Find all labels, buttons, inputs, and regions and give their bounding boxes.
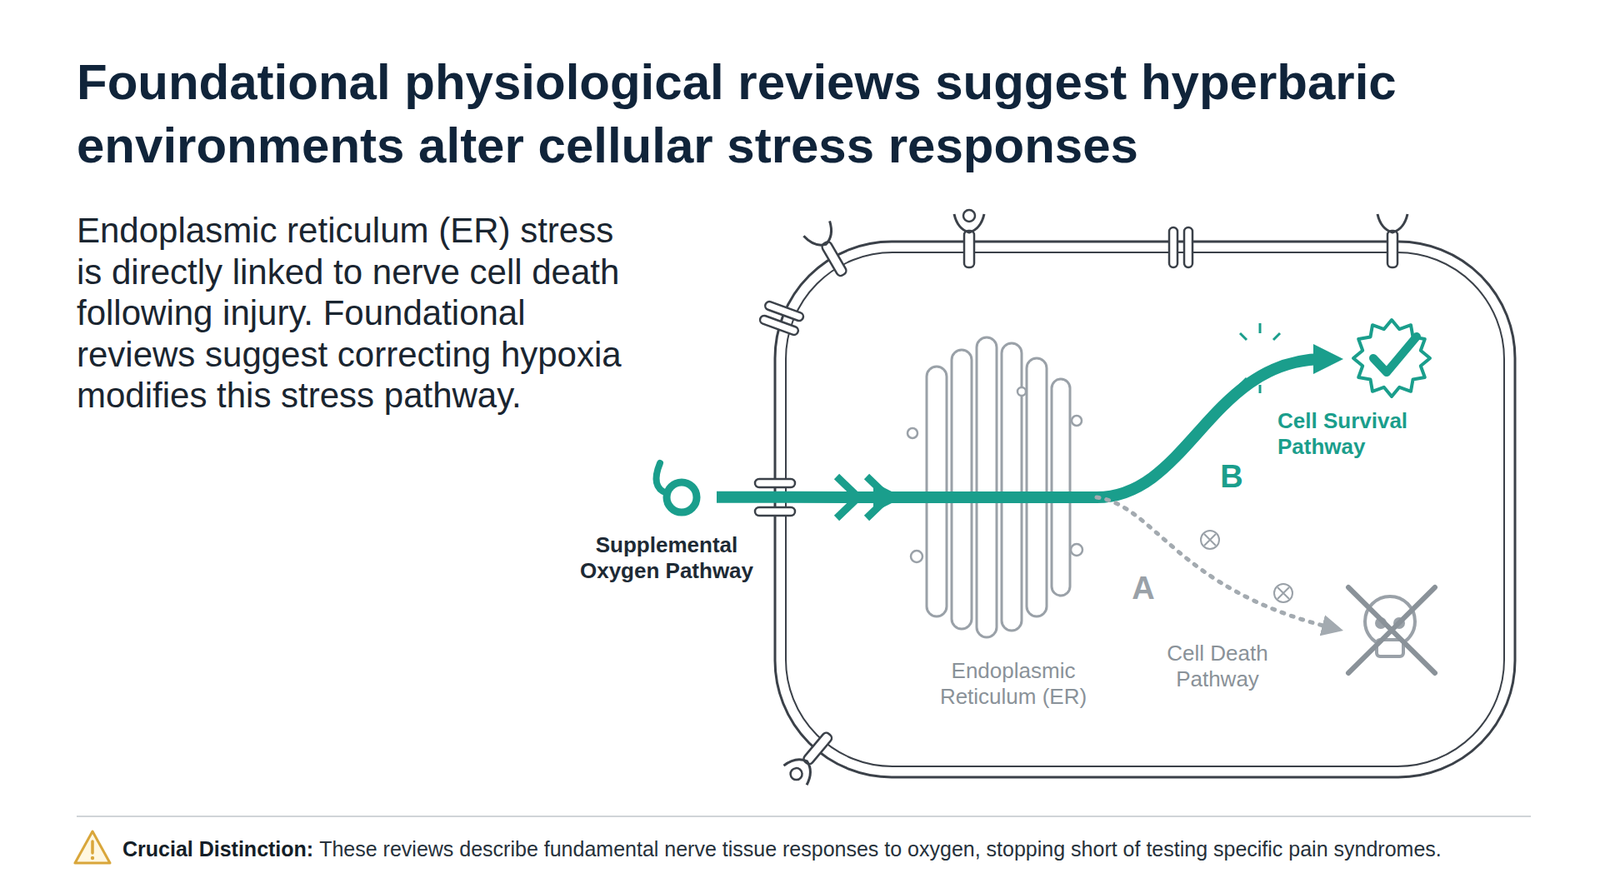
receptor-head: [963, 210, 975, 222]
er-cisterna: [976, 337, 997, 638]
er-cisterna: [951, 350, 972, 630]
channel-symbol: [759, 300, 805, 337]
sparkle-line: [1259, 385, 1262, 394]
receptor-symbol: [1377, 214, 1408, 268]
ribosome: [910, 550, 923, 563]
survival-outcome-node: Cell Survival Pathway: [1343, 315, 1440, 402]
blocked-circle: [1274, 584, 1293, 603]
oxygen-flow-band: [891, 491, 1099, 504]
node-label: Endoplasmic Reticulum (ER): [921, 658, 1105, 710]
flow-connector: [1096, 359, 1325, 498]
warning-icon: [75, 831, 110, 864]
oxygen-receptor-icon: [656, 463, 698, 513]
channel-part: [764, 300, 805, 323]
blocked-mark: [1274, 584, 1293, 603]
sparkle-line: [1240, 333, 1247, 340]
node-label: Supplemental Oxygen Pathway: [560, 532, 774, 585]
diagram-title: Foundational physiological reviews sugge…: [76, 50, 1535, 178]
receptor-arms: [1377, 214, 1408, 233]
ribosome: [907, 428, 918, 439]
oxygen-source-node: Supplemental Oxygen Pathway: [650, 458, 717, 524]
body-paragraph: Endoplasmic reticulum (ER) stress is dir…: [76, 210, 642, 417]
er-cisterna: [1026, 358, 1047, 617]
cell-membrane-inner: [785, 252, 1505, 767]
receptor-symbol: [780, 725, 841, 789]
death-outcome-node: Cell Death Pathway: [1343, 583, 1440, 677]
check-mark: [1373, 336, 1417, 373]
death-skull-icon: [1348, 587, 1435, 674]
dashed-connector: [1096, 497, 1330, 628]
er-organelle-node: Endoplasmic Reticulum (ER): [903, 326, 1097, 649]
path-letter: B: [1220, 460, 1243, 494]
warning-bar: [90, 841, 95, 854]
receptor-stem: [964, 230, 975, 268]
cross-line: [1348, 587, 1435, 674]
ribosome: [1017, 387, 1026, 396]
er-cisterna: [1001, 343, 1022, 631]
receptor-symbol: [803, 220, 856, 282]
star-outline: [1353, 320, 1430, 397]
receptor-head: [788, 765, 805, 783]
sparkle-line: [1273, 333, 1280, 340]
receptor-arms: [803, 220, 839, 252]
survival-star-icon: [1353, 320, 1430, 397]
channel-part: [755, 507, 795, 516]
blocked-circle: [1200, 530, 1220, 550]
receptor-stem: [1387, 230, 1398, 268]
warning-triangle: [75, 831, 110, 864]
divider-rule: [76, 815, 1531, 818]
channel-part: [1184, 227, 1193, 268]
caption-lead: Crucial Distinction:: [122, 837, 314, 861]
blocked-cross: [1277, 587, 1290, 600]
ribosome: [1071, 415, 1082, 426]
oxygen-ring: [666, 482, 697, 513]
receptor-arms: [783, 751, 819, 785]
blocked-mark: [1200, 530, 1220, 550]
er-illustration: [907, 337, 1083, 638]
node-label: Cell Death Pathway: [1134, 640, 1301, 693]
ribosome: [1070, 544, 1083, 556]
sparkle-line: [1240, 378, 1247, 385]
cross-line: [1348, 587, 1435, 674]
channel-symbol: [755, 479, 795, 516]
flow-chevron: [836, 476, 859, 519]
channel-part: [755, 479, 795, 488]
node-label: Cell Survival Pathway: [1277, 408, 1453, 460]
path-letter: A: [1131, 571, 1155, 605]
receptor-stem: [820, 240, 848, 278]
er-cisterna: [1051, 379, 1070, 596]
caption-row: Crucial Distinction:These reviews descri…: [122, 835, 1442, 863]
cell-membrane-outer: [775, 241, 1515, 778]
receptor-symbol: [954, 210, 985, 268]
flow-chevron: [866, 476, 889, 519]
caption-text: These reviews describe fundamental nerve…: [319, 837, 1442, 861]
sparkle-line: [1259, 323, 1262, 334]
sparkle-marks: [1240, 323, 1280, 394]
channel-symbol: [1169, 227, 1193, 268]
warning-dot: [90, 856, 95, 860]
blocked-cross: [1204, 534, 1216, 546]
flow-connector: [716, 491, 885, 504]
channel-part: [1169, 227, 1178, 268]
